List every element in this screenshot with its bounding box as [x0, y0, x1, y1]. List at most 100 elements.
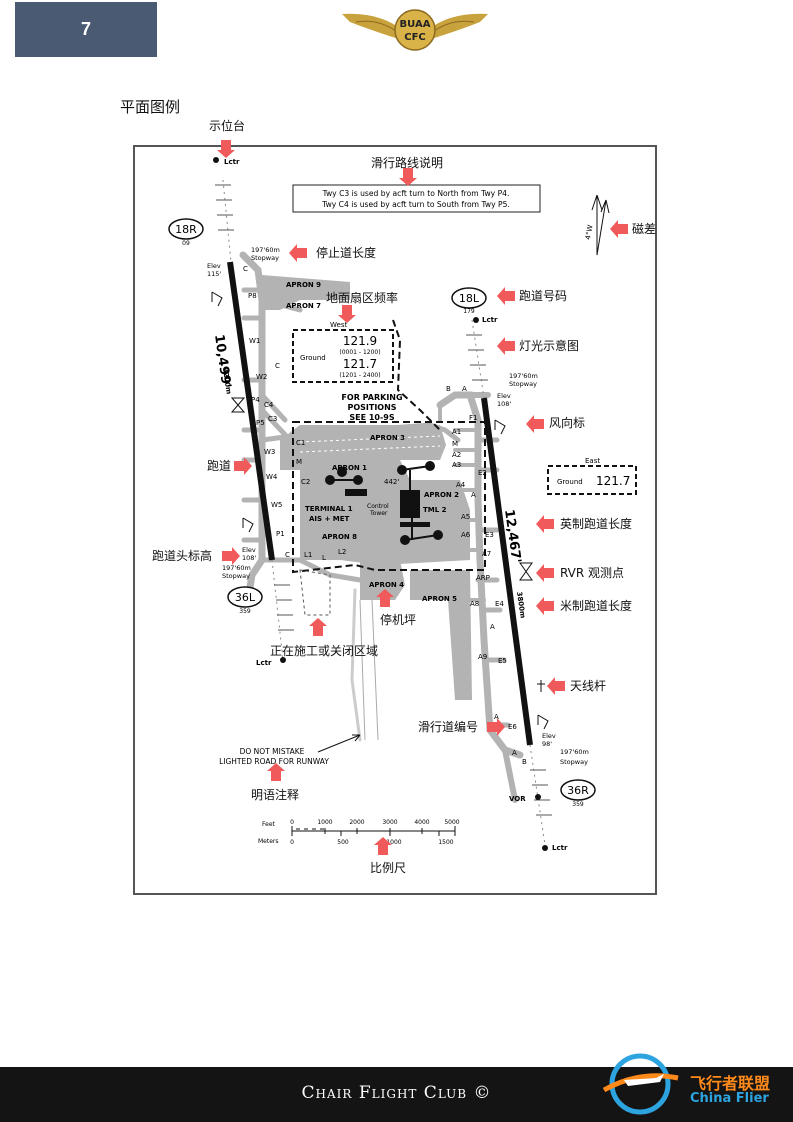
stopway-word-w-bot: Stopway	[222, 572, 250, 580]
twy-P4: P4	[251, 396, 260, 404]
twy-F1: F1	[469, 414, 477, 422]
lctr-label-3: Lctr	[482, 316, 498, 324]
no-mistake-pointer	[317, 734, 361, 753]
scale-feet-label: Feet	[262, 821, 276, 828]
ground-west-label: West	[330, 321, 347, 329]
east-length-ft: 12,467'	[501, 508, 523, 564]
twy-L1: L1	[304, 551, 312, 559]
scale-bar: Feet Meters 0 1000 2000 3000 4000 5000 0…	[258, 819, 460, 846]
ground-west-freq2: 121.7	[343, 357, 377, 371]
ground-east-label: East	[585, 457, 600, 465]
elev-word-w-bot: Elev	[242, 546, 256, 554]
lctr-label-1: Lctr	[224, 158, 240, 166]
twy-W4: W4	[266, 473, 278, 481]
rvr-icons	[230, 397, 533, 581]
twy-W5: W5	[271, 501, 282, 509]
tower-line1: Control	[367, 503, 389, 510]
callout-antenna: 天线杆	[570, 679, 606, 693]
antenna-icon	[537, 680, 545, 692]
callout-taxi-note: 滑行路线说明	[371, 155, 443, 170]
apron-9-label: APRON 9	[286, 281, 321, 289]
rwy-18L-hdg: 179	[463, 308, 475, 315]
gate-lines	[330, 465, 439, 541]
twy-L: L	[322, 554, 326, 562]
page-number: 7	[80, 19, 91, 39]
apron-3-label: APRON 3	[370, 434, 405, 442]
footer-brand-cn: 飞行者联盟	[690, 1074, 771, 1093]
elev-w-top: 115'	[207, 270, 221, 278]
scale-feet-3000: 3000	[382, 819, 397, 826]
page-number-box: 7	[15, 2, 157, 57]
closed-areas	[292, 319, 486, 574]
twy-A7: A7	[482, 550, 491, 558]
callout-runway-number: 跑道号码	[519, 289, 567, 303]
construction-area	[299, 569, 331, 616]
terminal1-line1: TERMINAL 1	[305, 505, 353, 513]
twy-A6: A6	[461, 531, 471, 539]
callout-apron: 停机坪	[380, 612, 416, 627]
rwy-36R-label: 36R	[567, 784, 589, 797]
scale-feet-5000: 5000	[444, 819, 459, 826]
elev-word-e-top: Elev	[497, 392, 511, 400]
scale-m-500: 500	[337, 839, 349, 846]
apron-4-label: APRON 4	[369, 581, 404, 589]
apron-1-label: APRON 1	[332, 464, 367, 472]
twy-A3: A3	[452, 461, 461, 469]
twy-P8: P8	[248, 292, 257, 300]
callout-locator: 示位台	[209, 118, 245, 133]
twy-A9: A9	[478, 653, 487, 661]
stopway-word-w-top: Stopway	[251, 254, 279, 262]
tower-height: 442'	[384, 478, 399, 486]
runway-west	[222, 179, 284, 661]
rwy-36L-label: 36L	[235, 591, 256, 604]
west-length-ft: 10,499'	[211, 333, 233, 389]
parking-line-3: SEE 10-9S	[349, 413, 394, 422]
ground-freq-west-box	[292, 329, 394, 383]
apron-5-label: APRON 5	[422, 595, 457, 603]
elev-w-bot: 108'	[242, 554, 256, 562]
callout-ground-freq: 地面扇区频率	[326, 290, 398, 305]
china-flier-globe-logo	[602, 1053, 679, 1115]
scale-feet-0: 0	[290, 819, 294, 826]
apron-2-label: APRON 2	[424, 491, 459, 499]
ground-west-word: Ground	[300, 354, 326, 362]
twy-C2: C2	[301, 478, 310, 486]
twy-C-1: C	[243, 265, 248, 273]
twy-P1: P1	[276, 530, 285, 538]
callout-stopway-length: 停止道长度	[316, 245, 376, 260]
twy-A4: A4	[456, 481, 466, 489]
rwy-36L-hdg: 359	[239, 608, 251, 615]
twy-A-4: A	[494, 713, 499, 721]
twy-B-2: B	[522, 758, 527, 766]
magnetic-variation: 4°W	[584, 224, 594, 240]
callout-threshold-elev: 跑道头标高	[152, 548, 212, 563]
scale-m-0: 0	[290, 839, 294, 846]
taxiway-labels: C P8 W1 C W2 P4 C4 P5 C3 W3 C1 M C2 W4 W…	[243, 265, 527, 766]
ground-west-range2: (1201 - 2400)	[339, 372, 380, 379]
callout-closed-area: 正在施工或关闭区域	[270, 644, 378, 658]
tower-line2: Tower	[369, 510, 388, 517]
logo-text-2: CFC	[404, 32, 426, 43]
footer-brand-en: China Flier	[690, 1091, 769, 1106]
scale-feet-1000: 1000	[317, 819, 332, 826]
rwy-18R-hdg: 09	[182, 240, 190, 247]
twy-W1: W1	[249, 337, 260, 345]
runway-id-ovals	[168, 218, 596, 801]
arp-label: ARP	[476, 574, 490, 582]
tml2-label: TML 2	[423, 506, 447, 514]
twy-C-3: C	[285, 551, 290, 559]
elev-word-e-bot: Elev	[542, 732, 556, 740]
elev-e-top: 108'	[497, 400, 511, 408]
twy-E4: E4	[495, 600, 504, 608]
rwy-18L-label: 18L	[459, 292, 480, 305]
approach-light-bars	[215, 184, 552, 816]
stopway-len-w-top: 197'60m	[251, 246, 280, 254]
stopway-len-e-bot: 197'60m	[560, 748, 589, 756]
twy-E3: E3	[485, 531, 494, 539]
twy-C3: C3	[268, 415, 277, 423]
taxi-notes-box	[292, 184, 541, 213]
footer-club-name: Chair Flight Club ©	[301, 1083, 492, 1103]
vor-label: VOR	[509, 795, 526, 803]
twy-B-1: B	[446, 385, 451, 393]
twy-A2: A2	[452, 451, 461, 459]
